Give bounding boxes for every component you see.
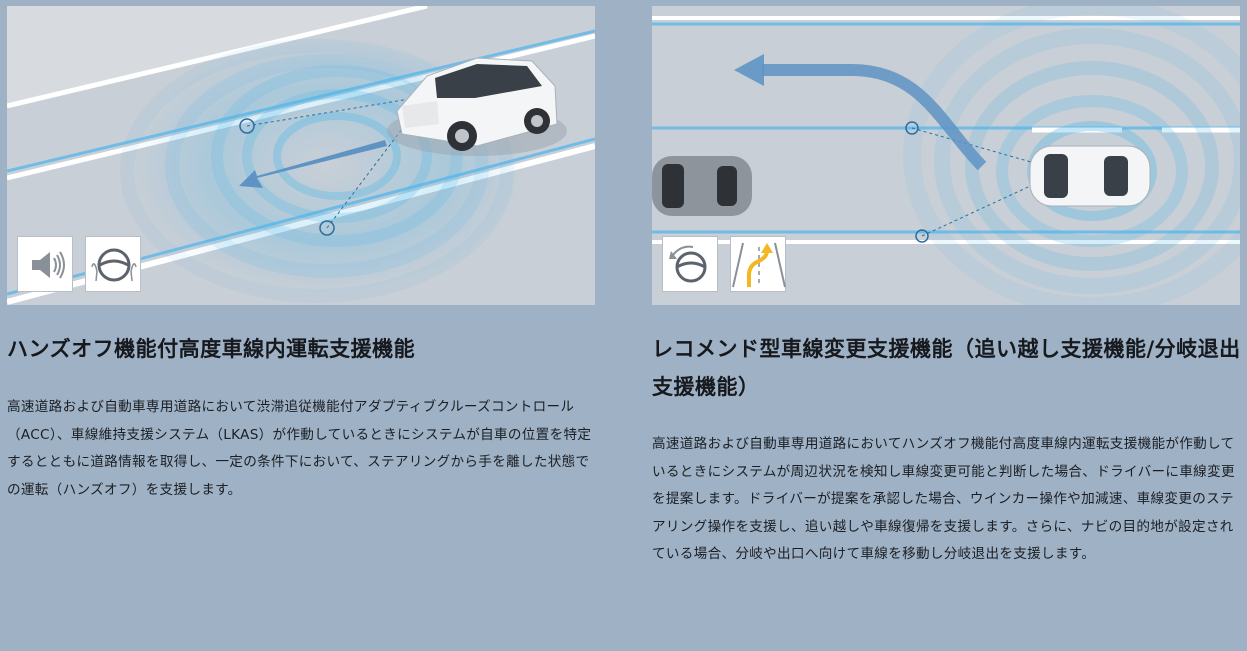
feature-title: レコメンド型車線変更支援機能（追い越し支援機能/分岐退出支援機能） xyxy=(652,337,1241,399)
own-car xyxy=(1029,145,1151,207)
steering-assist-icon xyxy=(662,236,718,292)
lane-change-illustration xyxy=(652,6,1240,305)
other-car xyxy=(652,156,752,216)
feature-description: 高速道路および自動車専用道路においてハンズオフ機能付高度車線内運転支援機能が作動… xyxy=(652,436,1235,563)
lane-change-arrow-icon xyxy=(730,236,786,292)
feature-description: 高速道路および自動車専用道路において渋滞追従機能付アダプティブクルーズコントロー… xyxy=(7,399,592,498)
car xyxy=(387,57,567,156)
sensor-waves xyxy=(903,6,1240,305)
hands-off-scene xyxy=(7,6,595,305)
hands-off-illustration xyxy=(7,6,595,305)
steering-wheel-hands-icon xyxy=(85,236,141,292)
speaker-sound-icon xyxy=(17,236,73,292)
feature-title: ハンズオフ機能付高度車線内運転支援機能 xyxy=(7,337,416,361)
